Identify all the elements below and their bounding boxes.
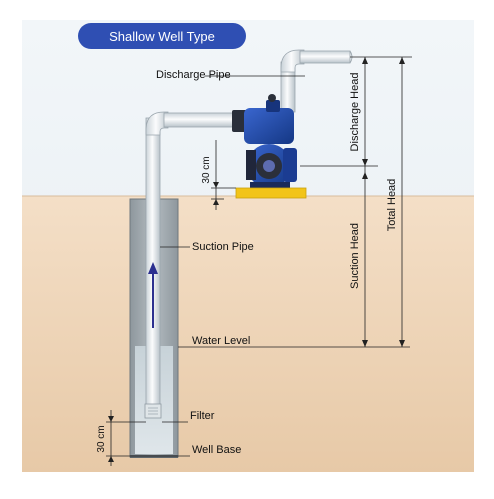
suction-elbow xyxy=(145,111,169,136)
suction-head-label: Suction Head xyxy=(349,223,361,289)
flow-arrow-head-icon xyxy=(148,262,158,274)
total-head-label: Total Head xyxy=(386,179,398,232)
discharge-pipe-label: Discharge Pipe xyxy=(156,69,231,81)
pump-base xyxy=(235,187,307,199)
diagram-title: Shallow Well Type xyxy=(109,29,215,44)
well-base-slab xyxy=(130,455,178,458)
discharge-head-label: Discharge Head xyxy=(349,73,361,152)
suction-horizontal-pipe xyxy=(163,112,235,128)
suction-pipe-label: Suction Pipe xyxy=(192,241,254,253)
base-clearance-label: 30 cm xyxy=(96,425,107,452)
ground xyxy=(22,196,474,472)
well-base-label: Well Base xyxy=(192,444,241,456)
filter-label: Filter xyxy=(190,410,215,422)
water-level-label: Water Level xyxy=(192,335,250,347)
title-badge xyxy=(78,23,246,49)
pump-clearance-label: 30 cm xyxy=(201,156,212,183)
pump-icon xyxy=(232,94,297,188)
discharge-outlet-pipe xyxy=(299,50,351,64)
discharge-elbow xyxy=(280,49,305,73)
